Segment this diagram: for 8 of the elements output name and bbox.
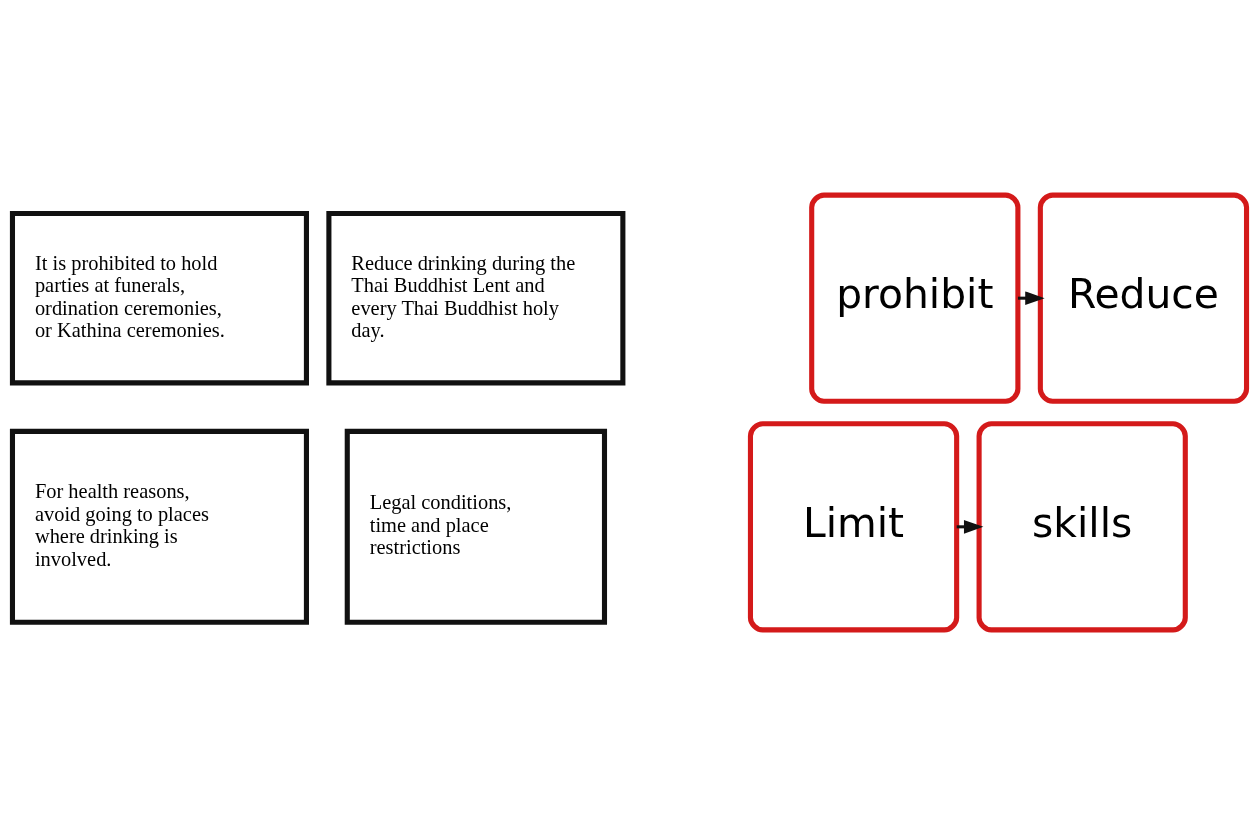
node-box: For health reasons, avoid going to places where drinking is involved.	[9, 428, 309, 625]
node-box: Limit	[747, 421, 960, 633]
node-box: skills	[976, 421, 1188, 633]
node-box: Reduce	[1037, 192, 1250, 404]
node-box: Legal conditions, time and place restrictions	[344, 428, 608, 625]
node-box: prohibit	[809, 192, 1021, 404]
node-box: It is prohibited to hold parties at funerals, ordination ceremonies, or Kathina ceremonies.	[9, 210, 309, 386]
node-box: Reduce drinking during the Thai Buddhist Lent and every Thai Buddhist holy day.	[326, 210, 626, 386]
